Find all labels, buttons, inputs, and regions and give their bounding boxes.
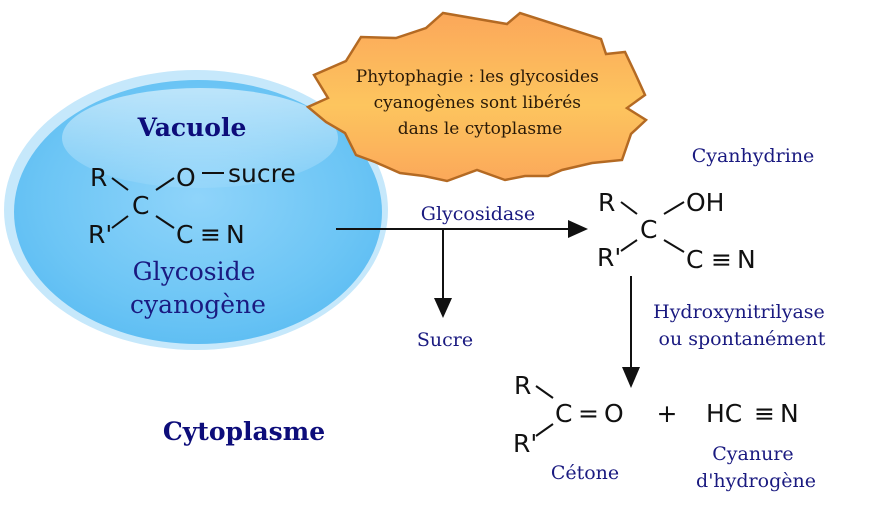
- callout-line-1: Phytophagie : les glycosides: [356, 67, 599, 87]
- bond-r-c3: [535, 385, 554, 399]
- ketone-structure: R R' C = O: [513, 371, 624, 458]
- glycoside-r: R: [90, 163, 107, 192]
- glycoside-r-prime: R': [88, 220, 112, 249]
- svg-text:Cyanure d'hydrogène: Cyanure d'hydrogène: [696, 443, 816, 492]
- phytophagy-callout: Phytophagie : les glycosides cyanogènes …: [305, 11, 649, 183]
- bond-rprime-c2: [620, 239, 638, 252]
- glycosidase-label: Glycosidase: [421, 203, 535, 225]
- bond-c-oh: [663, 201, 685, 215]
- ketone-label: Cétone: [551, 462, 619, 484]
- ketone-r-prime: R': [513, 429, 537, 458]
- cyanohydrin-nitrile-n: N: [737, 245, 756, 274]
- svg-text:Glycoside cyanogène: Glycoside cyanogène: [130, 257, 266, 319]
- glycoside-carbon: C: [132, 191, 149, 220]
- hydroxynitrilyase-arrow: [622, 276, 640, 388]
- bond-c-o: [155, 177, 175, 191]
- glycoside-oxygen: O: [176, 163, 196, 192]
- hcn-triple-bond: ≡: [754, 399, 775, 428]
- sugar-arrow-head: [434, 298, 452, 318]
- glycoside-nitrile-n: N: [226, 220, 245, 249]
- cyanohydrin-nitrile-c: C: [686, 245, 703, 274]
- sugar-label: Sucre: [417, 329, 473, 351]
- plus-sign: +: [657, 399, 678, 428]
- hcn-n: N: [780, 399, 799, 428]
- ketone-carbon: C: [555, 399, 572, 428]
- cyanohydrin-structure: R R' C OH C ≡ N: [597, 188, 756, 274]
- glycoside-name-line-2: cyanogène: [130, 290, 266, 319]
- cyanohydrin-carbon: C: [640, 215, 657, 244]
- hcn-structure: HC ≡ N: [706, 399, 799, 428]
- callout-line-3: dans le cytoplasme: [398, 119, 563, 139]
- step2-arrow-head: [622, 367, 640, 388]
- vacuole: [4, 70, 388, 350]
- cyanohydrin-r: R: [598, 188, 615, 217]
- bond-r-c2: [620, 201, 638, 215]
- svg-text:Phytophagie : les glycosides: Phytophagie : les glycosides cyanogènes …: [356, 67, 604, 139]
- glycoside-nitrile-c: C: [176, 220, 193, 249]
- main-arrow-head: [568, 220, 588, 238]
- ketone-r: R: [514, 371, 531, 400]
- vacuole-highlight: [62, 88, 338, 188]
- glycosidase-arrow: [336, 220, 588, 318]
- bond-c-cn2: [663, 239, 685, 253]
- ketone-oxygen: O: [604, 399, 624, 428]
- cytoplasm-label: Cytoplasme: [163, 417, 325, 446]
- hcn-label-line-2: d'hydrogène: [696, 470, 816, 492]
- cyanohydrin-label: Cyanhydrine: [692, 145, 815, 167]
- vacuole-label: Vacuole: [137, 113, 247, 142]
- hcn-hc: HC: [706, 399, 742, 428]
- callout-starburst: [305, 11, 649, 183]
- cyanohydrin-triple-bond: ≡: [711, 245, 732, 274]
- svg-text:Hydroxynitrilyase ou spont: Hydroxynitrilyase ou spontanément: [653, 301, 831, 350]
- bond-r-c: [111, 177, 129, 191]
- glycoside-name-line-1: Glycoside: [133, 257, 256, 286]
- cyanohydrin-r-prime: R': [597, 243, 621, 272]
- bond-rprime-c3: [535, 423, 554, 437]
- ketone-double-bond: =: [578, 399, 599, 428]
- hcn-label-line-1: Cyanure: [712, 443, 793, 465]
- step2-label-line-1: Hydroxynitrilyase: [653, 301, 825, 323]
- bond-rprime-c: [111, 215, 129, 229]
- glycoside-triple-bond: ≡: [200, 220, 221, 249]
- cyanohydrin-hydroxyl: OH: [686, 188, 724, 217]
- callout-line-2: cyanogènes sont libérés: [374, 93, 581, 113]
- bond-c-cn: [155, 215, 175, 229]
- glycoside-structure: R R' C O sucre C ≡ N: [88, 159, 296, 249]
- step2-label-line-2: ou spontanément: [659, 328, 826, 350]
- glycoside-sugar: sucre: [228, 159, 296, 188]
